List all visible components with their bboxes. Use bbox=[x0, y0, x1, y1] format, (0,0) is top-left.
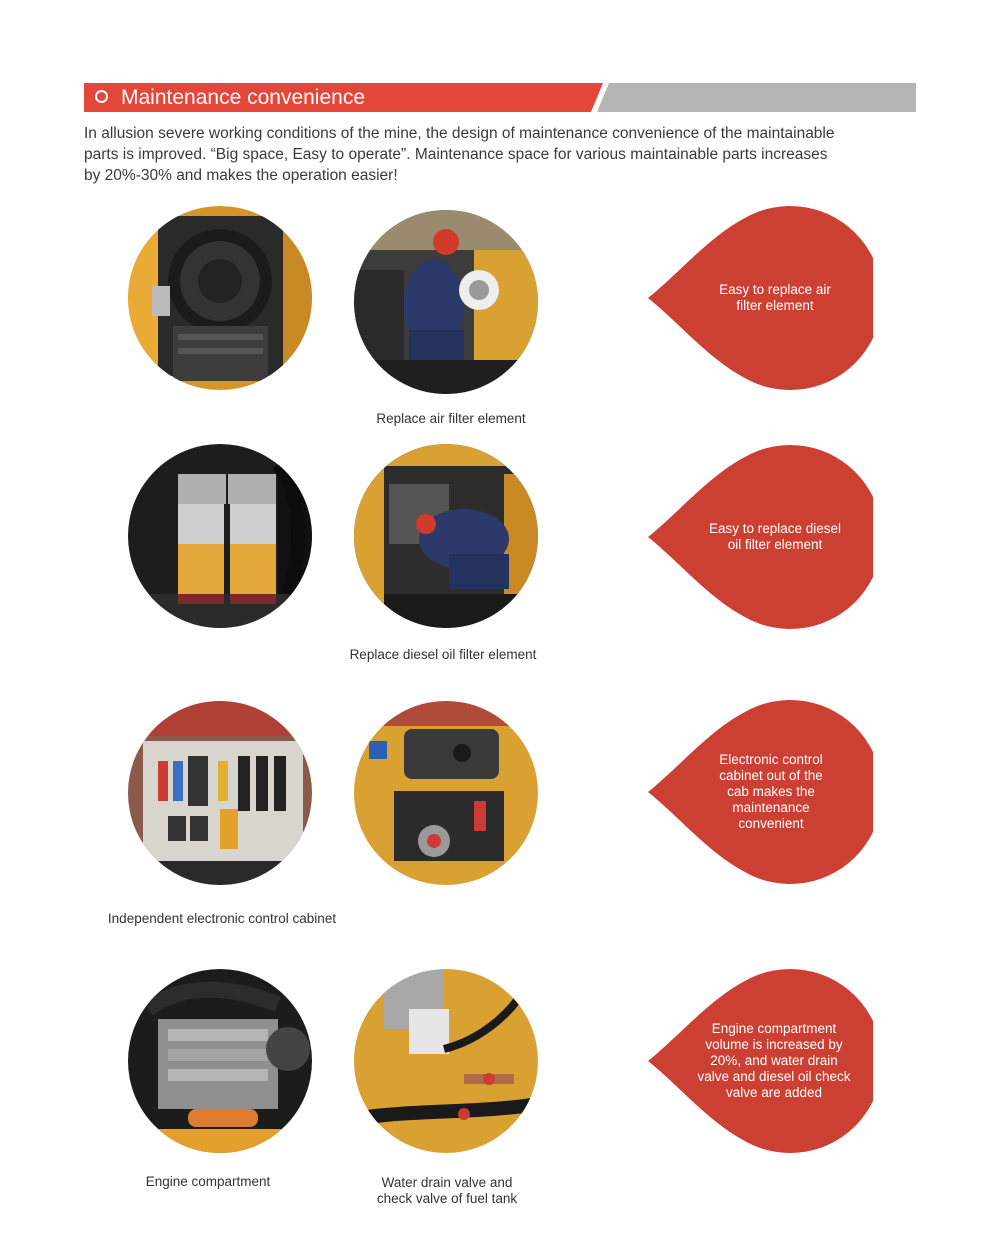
section-header-bar bbox=[84, 83, 916, 112]
photo-caption: Water drain valve and check valve of fue… bbox=[376, 1175, 518, 1206]
callout-text: Easy to replace air filter element bbox=[719, 282, 831, 313]
section-title: Maintenance convenience bbox=[121, 86, 366, 109]
photo-caption: Replace diesel oil filter element bbox=[349, 647, 537, 662]
air-filter-housing-photo bbox=[128, 206, 312, 390]
electronic-control-fuse-panel-photo bbox=[128, 701, 312, 885]
water-drain-and-check-valve-photo bbox=[354, 969, 538, 1153]
technician-replacing-air-filter-photo bbox=[354, 210, 538, 394]
callout-bubble: Easy to replace air filter element bbox=[648, 206, 873, 390]
intro-line: In allusion severe working conditions of… bbox=[84, 125, 835, 142]
callout-text: Electronic control cabinet out of the ca… bbox=[719, 752, 823, 831]
circle-bullet-icon bbox=[95, 90, 108, 103]
callout-bubble: Engine compartment volume is increased b… bbox=[648, 969, 873, 1153]
intro-paragraph: In allusion severe working conditions of… bbox=[84, 123, 884, 186]
callout-text: Easy to replace diesel oil filter elemen… bbox=[708, 521, 842, 552]
callout-text: Engine compartment volume is increased b… bbox=[697, 1021, 851, 1100]
callout-bubble: Easy to replace diesel oil filter elemen… bbox=[648, 445, 873, 629]
control-cabinet-components-photo bbox=[354, 701, 538, 885]
diesel-oil-filters-photo bbox=[128, 444, 312, 628]
technician-replacing-diesel-filter-photo bbox=[354, 444, 538, 628]
photo-caption: Independent electronic control cabinet bbox=[107, 911, 337, 926]
callout-bubble: Electronic control cabinet out of the ca… bbox=[648, 700, 873, 884]
engine-compartment-photo bbox=[128, 969, 312, 1153]
intro-line: by 20%-30% and makes the operation easie… bbox=[84, 167, 398, 184]
intro-line: parts is improved. “Big space, Easy to o… bbox=[84, 146, 828, 163]
photo-caption: Replace air filter element bbox=[376, 411, 526, 426]
photo-caption: Engine compartment bbox=[145, 1174, 271, 1189]
